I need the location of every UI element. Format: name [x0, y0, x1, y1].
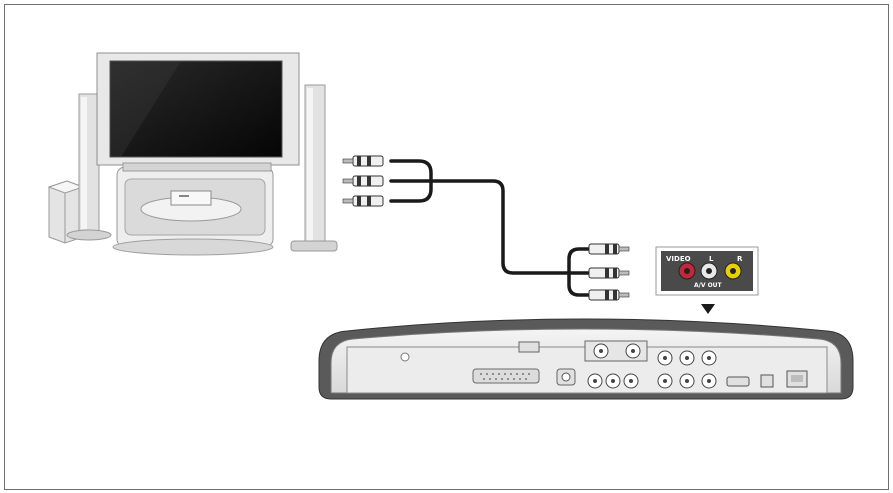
- rca-plug-icon-set-left: [342, 155, 384, 207]
- tv-stand: [112, 166, 274, 256]
- av-label-l: L: [709, 255, 714, 263]
- rca-plug-icon: [342, 175, 384, 187]
- connection-diagram: VIDEO L R A/V OUT: [47, 52, 854, 400]
- arrow-down-icon: [701, 304, 715, 314]
- speaker-icon-left: [66, 93, 112, 241]
- av-label-out: A/V OUT: [694, 282, 723, 289]
- rca-plug-icon-set-right: [588, 243, 630, 301]
- tv-set-icon: [96, 52, 300, 172]
- speaker-icon-right: [290, 84, 338, 252]
- rca-plug-icon: [588, 243, 630, 255]
- rca-plug-icon: [588, 267, 630, 279]
- jack-video: [678, 262, 696, 280]
- rca-plug-icon: [342, 195, 384, 207]
- jack-left-audio: [700, 262, 718, 280]
- diagram-frame: VIDEO L R A/V OUT: [4, 4, 889, 490]
- av-cable: [389, 159, 591, 297]
- rca-plug-icon: [588, 289, 630, 301]
- av-label-r: R: [737, 255, 743, 263]
- rca-plug-icon: [342, 155, 384, 167]
- av-label-video: VIDEO: [666, 255, 691, 263]
- av-out-panel: VIDEO L R A/V OUT: [655, 246, 759, 296]
- set-top-box-icon: [318, 318, 854, 400]
- home-theater-group: [47, 52, 338, 256]
- jack-right-audio: [724, 262, 742, 280]
